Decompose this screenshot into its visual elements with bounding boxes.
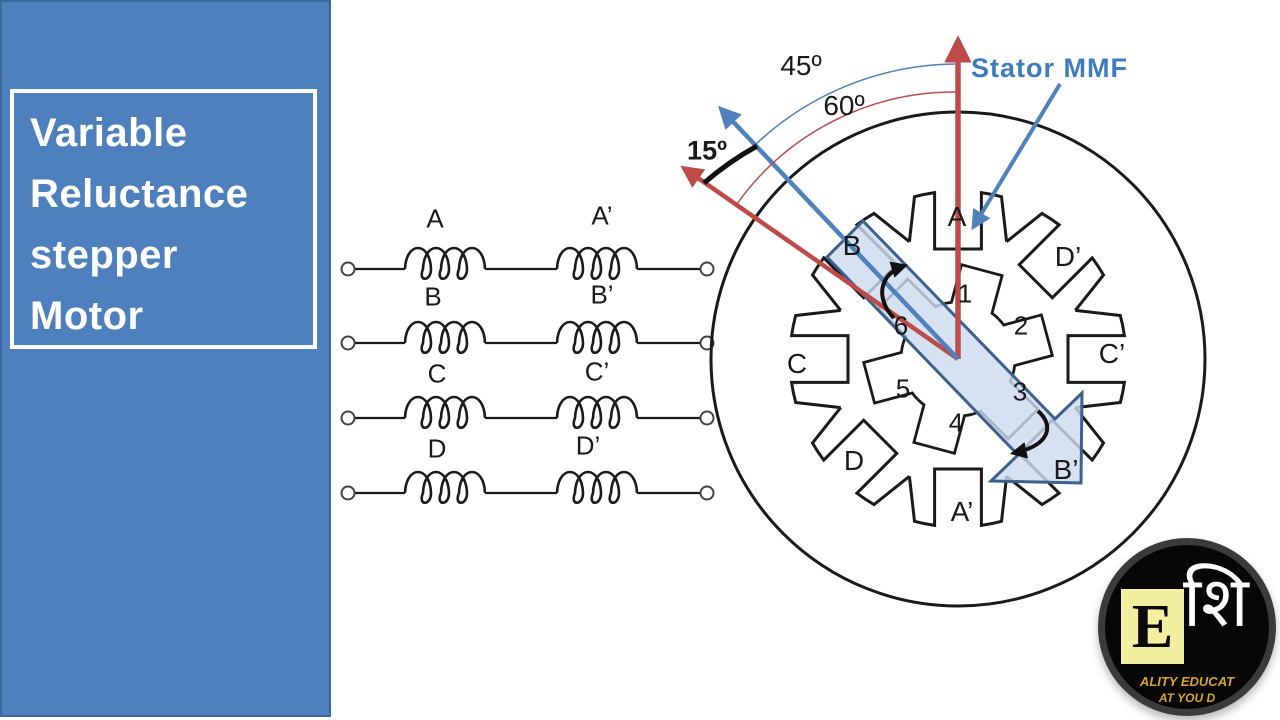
coil-label-c2: C’ [584,356,610,387]
coil-c [403,395,487,430]
pole-label-A: A [947,201,967,232]
coil-b-prime [555,320,639,355]
pole-label-C: C [786,348,808,379]
terminal [340,335,356,351]
tooth-label-3: 3 [1012,376,1028,407]
page-title-line: Variable [30,111,188,155]
winding-row-b [340,320,715,355]
rotation-arrow-lower [1009,409,1050,459]
coil-label-a2: A’ [591,200,613,231]
coil-d-prime [555,470,639,505]
winding-circuits [340,246,715,505]
angle-15-label: 15º [687,135,727,166]
coil-label-c: C [427,358,447,389]
stator-mmf-45-arrow [718,105,960,361]
logo-e-box: E [1121,589,1184,664]
coil-a [403,246,487,281]
coil-label-d: D [427,433,447,464]
page-title-line: stepper [30,233,178,277]
page-title-line: Reluctance [30,172,249,216]
coil-d [403,470,487,505]
coil-b [403,320,487,355]
coil-label-b: B [424,281,442,312]
stator-mmf-label: Stator MMF [971,53,1128,83]
page-title-line: Motor [30,294,144,338]
terminal [699,261,715,277]
tooth-label-2: 2 [1013,310,1029,341]
title-panel: Variable Reluctance stepper Motor [0,0,331,717]
pole-label-Ap: A’ [950,496,974,527]
coil-c-prime [555,395,639,430]
arc-45deg [754,63,956,146]
tooth-label-4: 4 [948,407,964,438]
pole-label-D: D [843,445,865,476]
coil-label-a: A [426,203,444,234]
terminal [340,485,356,501]
rotor-mmf-60-arrow [680,165,960,361]
angle-60-label: 60º [823,90,865,121]
tooth-label-5: 5 [895,373,911,404]
tooth-label-1: 1 [957,278,973,309]
arc-15deg [702,143,759,185]
logo-tagline-2: AT YOU D [1158,691,1216,705]
pole-label-Dp: D’ [1054,241,1082,272]
terminal [699,485,715,501]
rotor-tooth-1 [941,261,1011,321]
channel-logo: E शि ALITY EDUCAT AT YOU D [1098,538,1276,716]
pole-label-Cp: C’ [1098,338,1126,369]
terminal [340,410,356,426]
stator-mmf-leader-arrow [971,82,1062,231]
tooth-label-6: 6 [893,310,909,341]
winding-row-d [340,470,715,505]
title-box: Variable Reluctance stepper Motor [10,89,317,349]
terminal [699,410,715,426]
logo-tagline-1: ALITY EDUCAT [1139,674,1235,689]
coil-label-b2: B’ [590,279,614,310]
terminal [340,261,356,277]
coil-label-d2: D’ [575,430,601,461]
pole-label-Bp: B’ [1053,454,1079,485]
angle-45-label: 45º [780,50,822,81]
coil-a-prime [555,246,639,281]
pole-label-B: B [842,230,862,261]
logo-letter-e: E [1131,592,1174,661]
logo-devanagari-text: शि [1183,561,1249,643]
winding-row-a [340,246,715,281]
arc-60deg [736,91,958,205]
winding-row-c [340,395,715,430]
rotation-arrow-upper [880,261,909,320]
